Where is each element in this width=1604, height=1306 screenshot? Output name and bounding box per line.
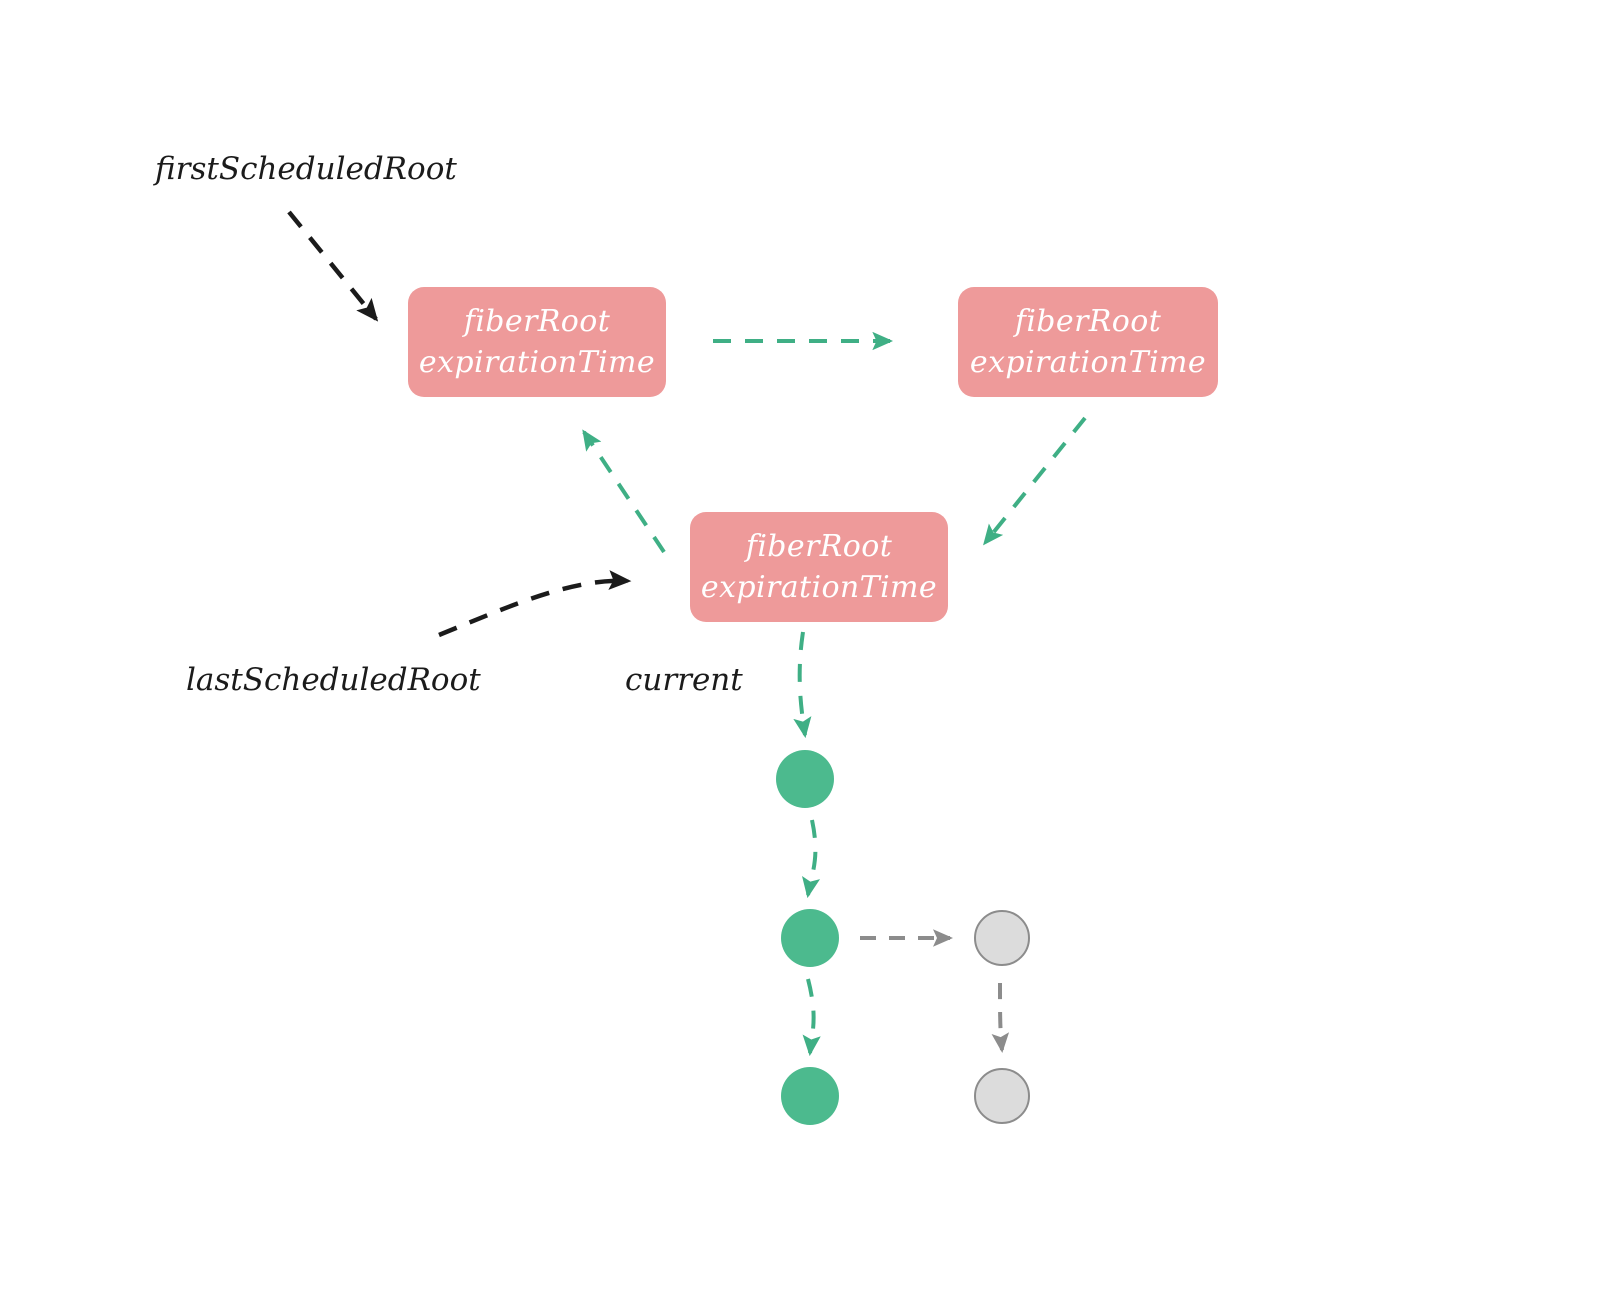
fiber-root-box-3[interactable]: fiberRoot expirationTime xyxy=(690,512,948,622)
edge-wip1-to-wip2 xyxy=(991,982,1010,1053)
edge-root3-to-current-fiber xyxy=(793,631,812,739)
fiber-node-current-2[interactable] xyxy=(781,909,839,967)
fiber-root-box-2-line2: expirationTime xyxy=(969,345,1207,380)
label-current: current xyxy=(625,662,743,698)
fiber-root-box-3-line1: fiberRoot xyxy=(745,528,893,564)
fiber-node-wip-2[interactable] xyxy=(974,1068,1030,1124)
fiber-root-box-2-line1: fiberRoot xyxy=(1014,303,1162,339)
edge-root2-to-root3 xyxy=(983,416,1087,546)
edge-root3-to-root1 xyxy=(582,429,666,554)
label-last-scheduled-root: lastScheduledRoot xyxy=(186,662,481,698)
fiber-root-box-2[interactable]: fiberRoot expirationTime xyxy=(958,287,1218,397)
fiber-node-current-1[interactable] xyxy=(776,750,834,808)
edge-last-scheduled-root-pointer xyxy=(438,570,632,638)
edge-fiber1-to-fiber2 xyxy=(802,819,821,899)
edge-first-scheduled-root-pointer xyxy=(287,210,379,322)
fiber-root-box-1-line1: fiberRoot xyxy=(463,303,611,339)
edge-fiber2-to-fiber3 xyxy=(802,978,821,1057)
fiber-root-box-3-line2: expirationTime xyxy=(700,570,938,605)
fiber-node-current-3[interactable] xyxy=(781,1067,839,1125)
fiber-root-box-1-line2: expirationTime xyxy=(418,345,656,380)
fiber-node-wip-1[interactable] xyxy=(974,910,1030,966)
label-first-scheduled-root: firstScheduledRoot xyxy=(155,151,457,187)
fiber-root-box-1[interactable]: fiberRoot expirationTime xyxy=(408,287,666,397)
